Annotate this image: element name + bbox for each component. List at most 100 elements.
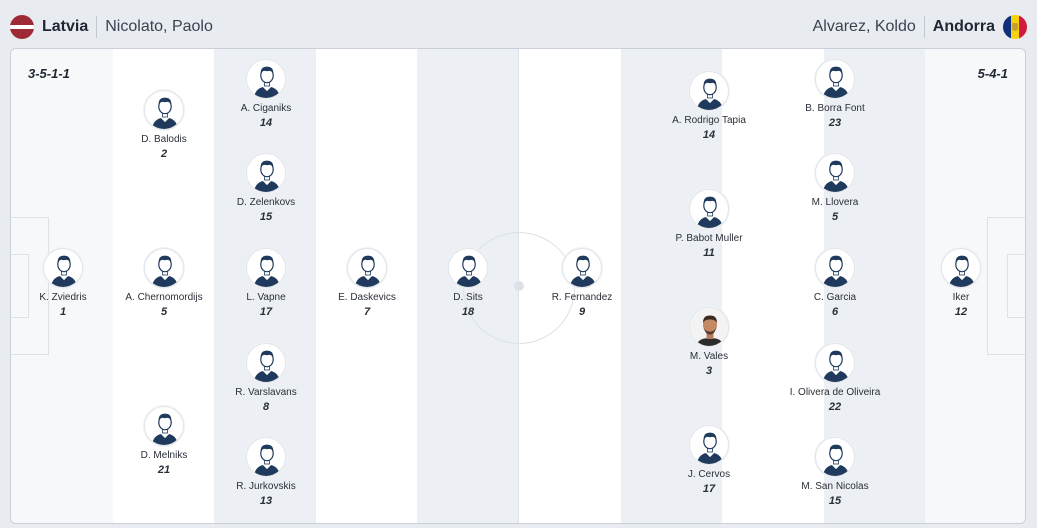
player-number: 7 [363, 306, 371, 318]
player-card[interactable]: R. Varslavans 8 [191, 343, 341, 414]
player-name: A. Ciganiks [240, 103, 292, 114]
player-card[interactable]: A. Rodrigo Tapia 14 [634, 71, 784, 142]
latvia-flag-icon [10, 15, 34, 39]
player-card[interactable]: A. Chernomordijs 5 [89, 248, 239, 319]
person-silhouette-icon [815, 343, 855, 383]
pitch-stripe [925, 49, 1025, 523]
player-name: A. Chernomordijs [125, 292, 203, 303]
player-photo-icon [689, 307, 729, 347]
player-card[interactable]: R. Jurkovskis 13 [191, 437, 341, 508]
player-number: 14 [259, 117, 273, 129]
player-name: Iker [952, 292, 970, 303]
person-silhouette-icon [144, 406, 184, 446]
player-card[interactable]: Iker 12 [886, 248, 1025, 319]
player-number: 9 [578, 306, 586, 318]
player-name: L. Vapne [246, 292, 286, 303]
person-silhouette-icon [246, 59, 286, 99]
player-number: 3 [705, 365, 713, 377]
player-card[interactable]: K. Zviedris 1 [11, 248, 138, 319]
person-silhouette-icon [689, 71, 729, 111]
person-silhouette-icon [246, 437, 286, 477]
person-silhouette-icon [448, 248, 488, 288]
player-card[interactable]: A. Ciganiks 14 [191, 59, 341, 130]
home-coach-name[interactable]: Nicolato, Paolo [105, 18, 213, 35]
player-name: D. Zelenkovs [236, 197, 296, 208]
player-name: P. Babot Muller [675, 233, 743, 244]
player-number: 1 [59, 306, 67, 318]
player-number: 17 [259, 306, 273, 318]
player-card[interactable]: M. San Nicolas 15 [760, 437, 910, 508]
home-team-header[interactable]: Latvia Nicolato, Paolo [10, 14, 213, 40]
player-card[interactable]: R. Fernandez 9 [507, 248, 657, 319]
andorra-flag-icon [1003, 15, 1027, 39]
player-number: 17 [702, 483, 716, 495]
player-card[interactable]: D. Balodis 2 [89, 90, 239, 161]
away-penalty-box [987, 217, 1025, 355]
player-name: R. Fernandez [551, 292, 613, 303]
person-silhouette-icon [941, 248, 981, 288]
player-card[interactable]: B. Borra Font 23 [760, 59, 910, 130]
player-name: B. Borra Font [805, 103, 865, 114]
player-number: 8 [262, 401, 270, 413]
pitch: 3-5-1-1 5-4-1 K. Zviedris 1 D. Balodis 2… [10, 48, 1026, 524]
player-number: 6 [831, 306, 839, 318]
center-circle [463, 232, 575, 344]
player-number: 13 [259, 495, 273, 507]
person-silhouette-icon [815, 437, 855, 477]
player-card[interactable]: D. Sits 18 [393, 248, 543, 319]
lineup-header: Latvia Nicolato, Paolo Alvarez, Koldo An… [0, 0, 1037, 50]
person-silhouette-icon [689, 189, 729, 229]
player-card[interactable]: C. Garcia 6 [760, 248, 910, 319]
home-goal-box [11, 254, 29, 318]
away-formation: 5-4-1 [977, 66, 1008, 81]
away-team-header[interactable]: Alvarez, Koldo Andorra [813, 14, 1027, 40]
player-name: M. San Nicolas [801, 481, 869, 492]
player-card[interactable]: L. Vapne 17 [191, 248, 341, 319]
home-team-name[interactable]: Latvia [42, 18, 89, 35]
home-penalty-box [11, 217, 49, 355]
home-formation: 3-5-1-1 [28, 66, 70, 81]
away-team-name[interactable]: Andorra [932, 18, 995, 35]
person-silhouette-icon [144, 90, 184, 130]
player-name: K. Zviedris [39, 292, 87, 303]
player-name: E. Daskevics [338, 292, 396, 303]
person-silhouette-icon [815, 59, 855, 99]
person-silhouette-icon [689, 425, 729, 465]
player-card[interactable]: I. Olivera de Oliveira 22 [760, 343, 910, 414]
player-card[interactable]: D. Zelenkovs 15 [191, 153, 341, 224]
player-number: 22 [828, 401, 842, 413]
player-name: D. Sits [453, 292, 483, 303]
player-card[interactable]: D. Melniks 21 [89, 406, 239, 477]
player-name: M. Vales [689, 351, 729, 362]
person-silhouette-icon [246, 343, 286, 383]
player-card[interactable]: M. Llovera 5 [760, 153, 910, 224]
player-number: 15 [828, 495, 842, 507]
player-number: 23 [828, 117, 842, 129]
player-number: 15 [259, 211, 273, 223]
away-coach-name[interactable]: Alvarez, Koldo [812, 18, 916, 35]
player-card[interactable]: E. Daskevics 7 [292, 248, 442, 319]
player-card[interactable]: P. Babot Muller 11 [634, 189, 784, 260]
header-divider [923, 16, 925, 38]
player-card[interactable]: J. Cervos 17 [634, 425, 784, 496]
player-number: 5 [831, 211, 839, 223]
player-name: R. Jurkovskis [236, 481, 296, 492]
pitch-stripe [722, 49, 824, 523]
header-divider [96, 16, 98, 38]
player-name: M. Llovera [811, 197, 859, 208]
player-number: 21 [157, 464, 171, 476]
person-silhouette-icon [246, 248, 286, 288]
center-spot [514, 281, 524, 291]
player-number: 2 [160, 148, 168, 160]
player-number: 12 [954, 306, 968, 318]
person-silhouette-icon [347, 248, 387, 288]
person-silhouette-icon [43, 248, 83, 288]
person-silhouette-icon [815, 248, 855, 288]
player-card[interactable]: M. Vales 3 [634, 307, 784, 378]
person-silhouette-icon [144, 248, 184, 288]
player-number: 14 [702, 129, 716, 141]
player-name: J. Cervos [687, 469, 731, 480]
away-goal-box [1007, 254, 1025, 318]
person-silhouette-icon [246, 153, 286, 193]
player-name: I. Olivera de Oliveira [789, 387, 881, 398]
